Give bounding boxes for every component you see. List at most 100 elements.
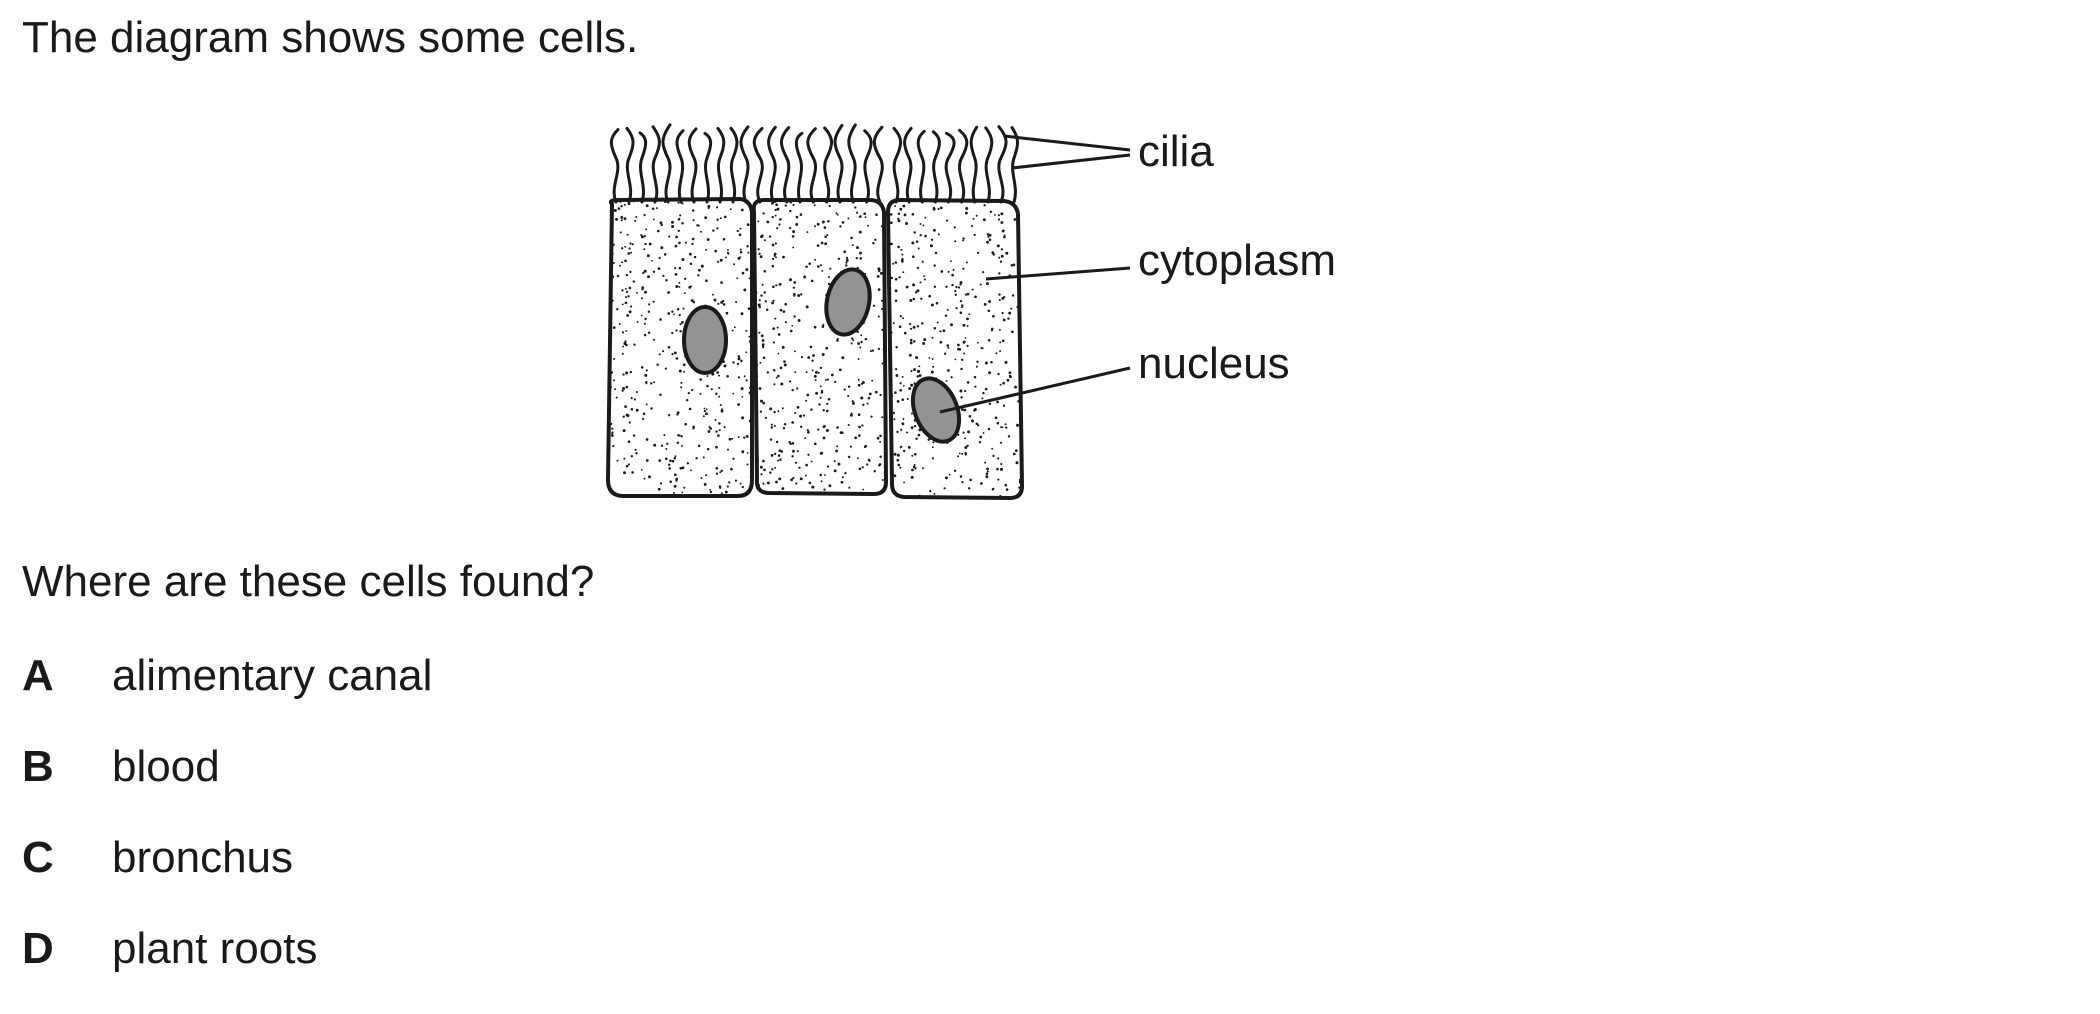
stipple-dot [912,297,916,301]
stipple-dot [703,407,706,410]
stipple-dot [716,218,719,221]
stipple-dot [1003,235,1006,239]
stipple-dot [1010,307,1013,310]
stipple-dot [1002,381,1005,385]
stipple-dot [643,213,646,217]
stipple-dot [631,471,634,474]
stipple-dot [839,431,843,434]
stipple-dot [740,359,743,363]
stipple-dot [946,219,949,222]
stipple-dot [715,206,719,209]
stipple-dot [982,391,985,395]
cilium [944,131,956,204]
stipple-dot [953,226,956,229]
stipple-dot [1005,360,1008,363]
stipple-dot [857,413,861,417]
option-c[interactable]: C bronchus [22,832,432,923]
stipple-dot [645,228,648,231]
stipple-dot [894,299,898,302]
stipple-dot [665,447,668,450]
stipple-dot [693,255,697,259]
stipple-dot [658,459,662,462]
stipple-dot [893,452,897,456]
stipple-dot [854,206,857,209]
stipple-dot [703,409,707,413]
option-d[interactable]: D plant roots [22,923,432,1014]
stipple-dot [642,417,645,421]
stipple-dot [945,379,948,382]
stipple-dot [704,216,708,220]
stipple-dot [624,287,627,290]
stipple-dot [992,253,995,256]
stipple-dot [856,457,859,460]
stipple-dot [681,444,684,447]
stipple-dot [1008,371,1012,375]
stipple-dot [931,457,935,460]
stipple-dot [973,408,977,411]
stipple-dot [741,450,745,454]
stipple-dot [679,323,682,326]
stipple-dot [684,241,687,244]
option-b[interactable]: B blood [22,741,432,832]
stipple-dot [805,265,808,268]
stipple-cluster [754,200,886,494]
stipple-dot [872,304,876,307]
stipple-dot [736,229,739,233]
stipple-dot [879,271,883,275]
cilium [661,123,672,204]
stipple-dot [827,282,831,286]
stipple-dot [643,235,646,238]
stipple-dot [738,233,742,237]
stipple-dot [856,246,859,250]
stipple-dot [802,414,806,417]
stipple-dot [875,213,878,216]
stipple-dot [857,358,860,360]
stipple-dot [757,303,761,307]
stipple-dot [975,214,978,217]
stipple-dot [903,331,907,335]
stipple-dot [671,459,675,463]
stipple-dot [824,235,827,238]
stipple-dot [671,331,674,335]
stipple-dot [823,226,827,229]
stipple-dot [945,285,948,288]
stipple-dot [674,455,677,458]
stipple-dot [769,471,772,474]
stipple-dot [852,401,855,405]
stipple-dot [837,257,841,260]
stipple-dot [640,297,644,300]
stipple-dot [773,252,777,256]
stipple-dot [826,402,829,406]
stipple-dot [876,436,880,440]
stipple-dot [633,343,636,346]
stipple-dot [970,225,974,228]
stipple-dot [866,402,869,405]
stipple-dot [788,441,791,444]
stipple-dot [916,266,920,270]
stipple-dot [973,233,976,237]
stipple-dot [961,304,964,307]
stipple-dot [734,479,738,482]
stipple-dot [998,293,1001,296]
stipple-dot [779,218,782,221]
stipple-dot [740,387,744,391]
stipple-dot [615,217,618,221]
stipple-dot [714,418,717,421]
stipple-dot [770,426,774,429]
stipple-dot [730,467,733,471]
stipple-dot [681,202,684,205]
stipple-dot [911,212,915,216]
stipple-dot [912,325,916,329]
stipple-dot [652,300,655,303]
stipple-dot [988,371,992,375]
stipple-dot [978,441,982,444]
stipple-dot [819,264,822,267]
stipple-dot [740,312,744,316]
stipple-dot [684,277,687,280]
stipple-dot [954,289,957,293]
stipple-dot [664,457,668,461]
stipple-dot [998,298,1001,302]
stipple-dot [900,428,903,431]
stipple-dot [613,209,617,212]
option-a[interactable]: A alimentary canal [22,650,432,741]
